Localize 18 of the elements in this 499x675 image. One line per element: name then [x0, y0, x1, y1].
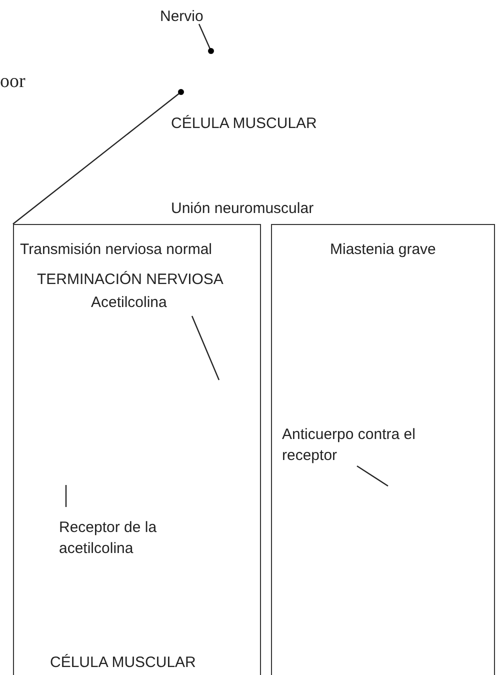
callout-label: Anticuerpo contra el receptor [282, 425, 416, 466]
callout-label: Receptor de la acetilcolina [59, 518, 158, 559]
leader-line [65, 485, 67, 507]
leader-line [356, 466, 388, 486]
callout-label: Acetilcolina [91, 293, 168, 313]
region-label: CÉLULA MUSCULAR [50, 653, 196, 673]
region-label: TERMINACIÓN NERVIOSA [37, 270, 224, 290]
leader-line [12, 92, 182, 224]
panel-heading: Miastenia grave [330, 240, 436, 260]
panel-frame [13, 224, 261, 675]
text-fragment: oor [0, 70, 26, 94]
panel-frame [271, 224, 495, 675]
leader-line [198, 24, 212, 52]
cell-label: CÉLULA MUSCULAR [171, 114, 317, 134]
panel-heading: Transmisión nerviosa normal [20, 240, 212, 260]
leader-line [191, 316, 220, 380]
callout-label: Nervio [160, 7, 204, 27]
section-heading: Unión neuromuscular [171, 199, 314, 219]
